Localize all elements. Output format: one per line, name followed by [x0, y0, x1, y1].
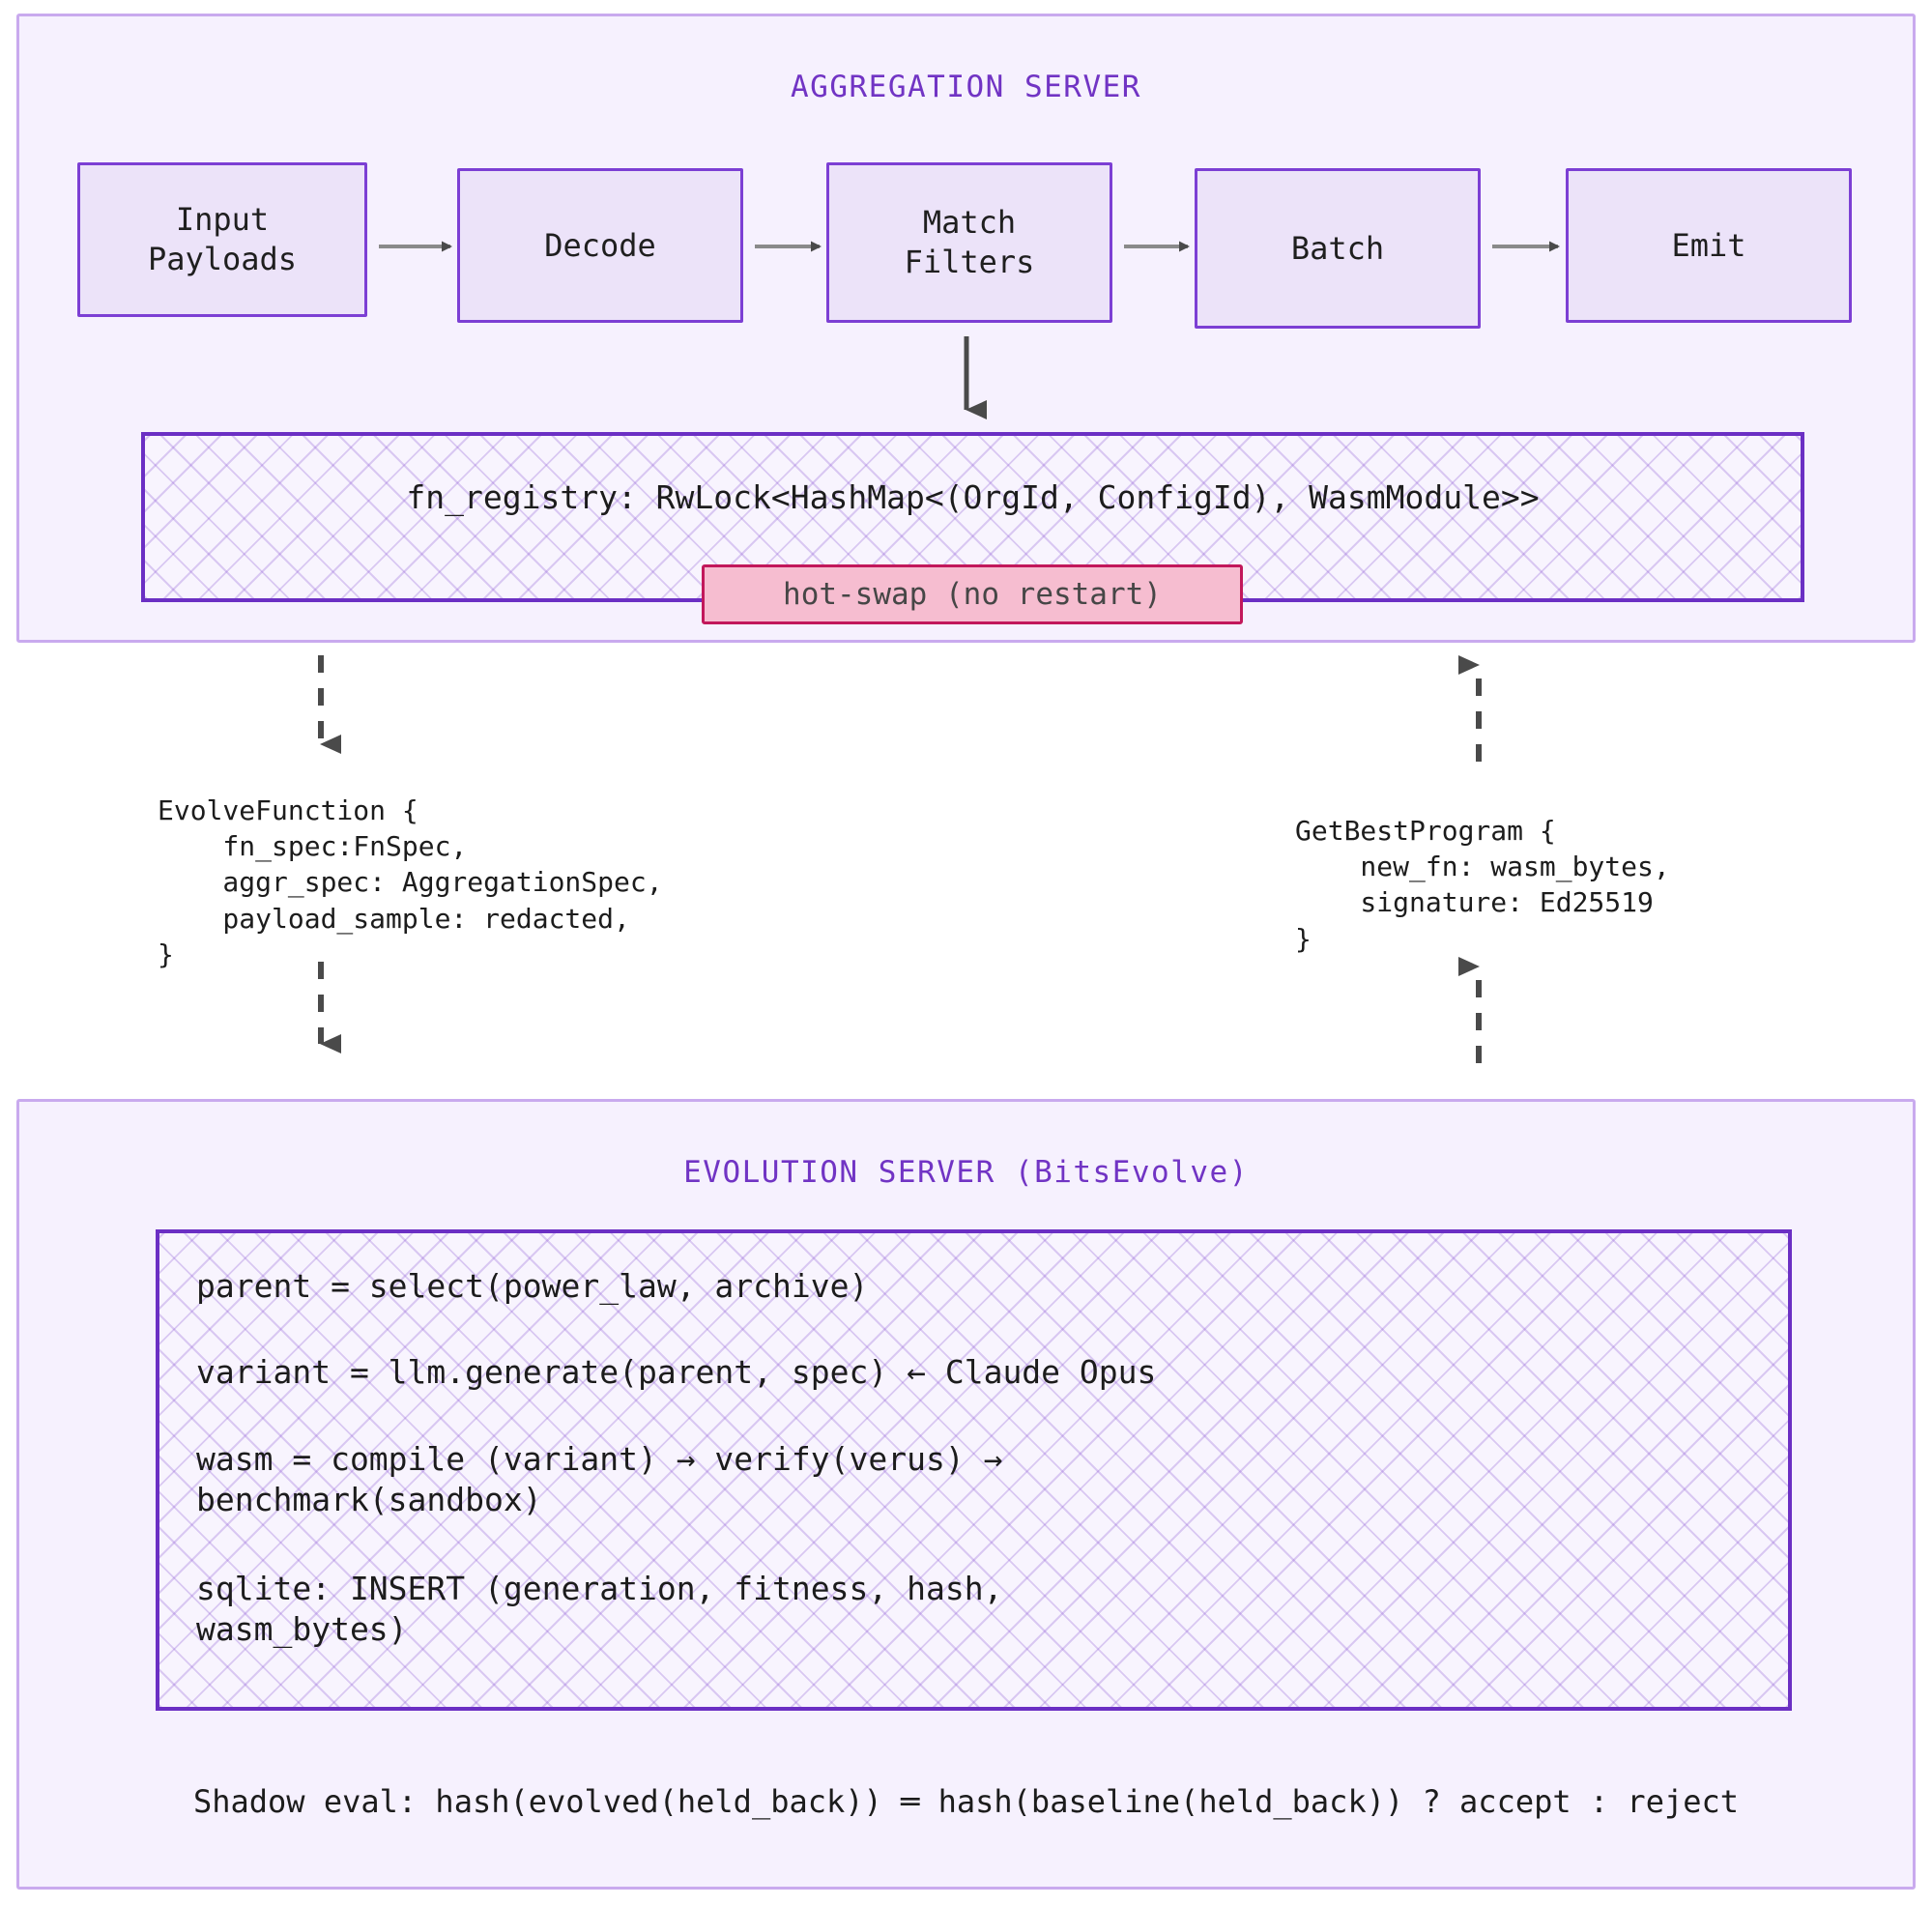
node-batch[interactable]: Batch	[1195, 168, 1481, 329]
rpc-evolve-function-label: EvolveFunction { fn_spec:FnSpec, aggr_sp…	[158, 794, 663, 970]
node-decode[interactable]: Decode	[457, 168, 743, 323]
rpc-get-best-program-label: GetBestProgram { new_fn: wasm_bytes, sig…	[1295, 815, 1670, 955]
evolution-server-title: EVOLUTION SERVER (BitsEvolve)	[683, 1155, 1249, 1190]
shadow-eval-line: Shadow eval: hash(evolved(held_back)) ═ …	[192, 1783, 1740, 1820]
code-line-wasm-compile: wasm = compile (variant) → verify(verus)…	[196, 1440, 1003, 1519]
node-match-filters[interactable]: Match Filters	[826, 162, 1112, 323]
aggregation-server-title: AGGREGATION SERVER	[791, 70, 1141, 104]
hot-swap-badge[interactable]: hot-swap (no restart)	[702, 564, 1243, 624]
code-line-sqlite-insert: sqlite: INSERT (generation, fitness, has…	[196, 1570, 1003, 1649]
fn-registry-label: fn_registry: RwLock<HashMap<(OrgId, Conf…	[406, 478, 1540, 516]
code-line-parent-select: parent = select(power_law, archive)	[196, 1267, 869, 1305]
node-input-payloads[interactable]: Input Payloads	[77, 162, 367, 317]
evolution-code-box	[156, 1229, 1792, 1711]
code-line-variant-generate: variant = llm.generate(parent, spec) ← C…	[196, 1353, 1157, 1391]
node-emit[interactable]: Emit	[1566, 168, 1852, 323]
